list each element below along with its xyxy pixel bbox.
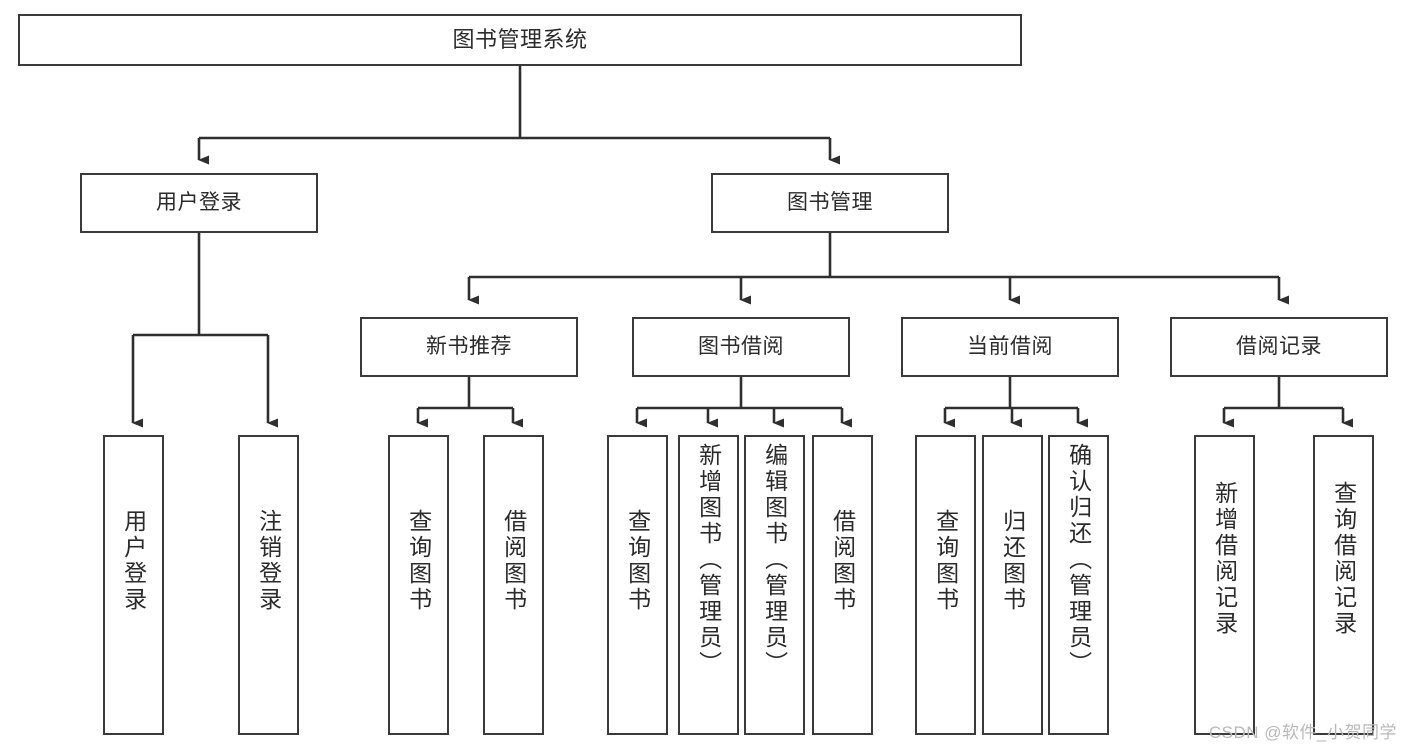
leaf-recommend-borrow-book[interactable]: 借阅图书 (483, 435, 544, 735)
leaf-current-confirm-return-admin[interactable]: 确认归还（管理员） (1048, 435, 1109, 735)
node-label: 确认归还（管理员） (1065, 443, 1092, 677)
node-label: 编辑图书（管理员） (761, 443, 788, 677)
node-book-management[interactable]: 图书管理 (711, 173, 949, 233)
leaf-borrow-edit-book-admin[interactable]: 编辑图书（管理员） (744, 435, 805, 735)
leaf-borrow-add-book-admin[interactable]: 新增图书（管理员） (678, 435, 739, 735)
node-label: 借阅图书 (500, 509, 527, 613)
node-user-login[interactable]: 用户登录 (80, 173, 318, 233)
node-label: 查询图书 (932, 509, 959, 613)
node-label: 新书推荐 (426, 334, 512, 358)
node-book-borrow[interactable]: 图书借阅 (632, 317, 850, 377)
node-label: 当前借阅 (967, 334, 1053, 358)
leaf-user-login-login[interactable]: 用户登录 (103, 435, 164, 735)
leaf-current-query-book[interactable]: 查询图书 (915, 435, 976, 735)
leaf-borrow-query-book[interactable]: 查询图书 (607, 435, 668, 735)
node-label: 图书管理系统 (452, 27, 588, 53)
node-label: 借阅图书 (829, 509, 856, 613)
node-label: 查询图书 (405, 509, 432, 613)
node-borrow-records[interactable]: 借阅记录 (1170, 317, 1388, 377)
node-label: 查询借阅记录 (1330, 481, 1357, 637)
leaf-borrow-borrow-book[interactable]: 借阅图书 (812, 435, 873, 735)
node-label: 借阅记录 (1236, 334, 1322, 358)
node-label: 用户登录 (120, 509, 147, 613)
node-new-book-recommend[interactable]: 新书推荐 (360, 317, 578, 377)
node-label: 注销登录 (255, 509, 282, 613)
node-current-borrow[interactable]: 当前借阅 (901, 317, 1119, 377)
node-label: 图书管理 (787, 190, 873, 214)
csdn-watermark: CSDN @软件_小贺同学 (1208, 723, 1397, 742)
node-label: 查询图书 (624, 509, 651, 613)
leaf-records-query-record[interactable]: 查询借阅记录 (1313, 435, 1374, 735)
leaf-recommend-query-book[interactable]: 查询图书 (388, 435, 449, 735)
node-label: 新增图书（管理员） (695, 443, 722, 677)
node-label: 归还图书 (999, 509, 1026, 613)
leaf-user-login-logout[interactable]: 注销登录 (238, 435, 299, 735)
leaf-current-return-book[interactable]: 归还图书 (982, 435, 1043, 735)
leaf-records-add-record[interactable]: 新增借阅记录 (1194, 435, 1255, 735)
node-label: 用户登录 (156, 190, 242, 214)
node-label: 新增借阅记录 (1211, 481, 1238, 637)
node-label: 图书借阅 (698, 334, 784, 358)
node-root-system[interactable]: 图书管理系统 (18, 14, 1022, 66)
